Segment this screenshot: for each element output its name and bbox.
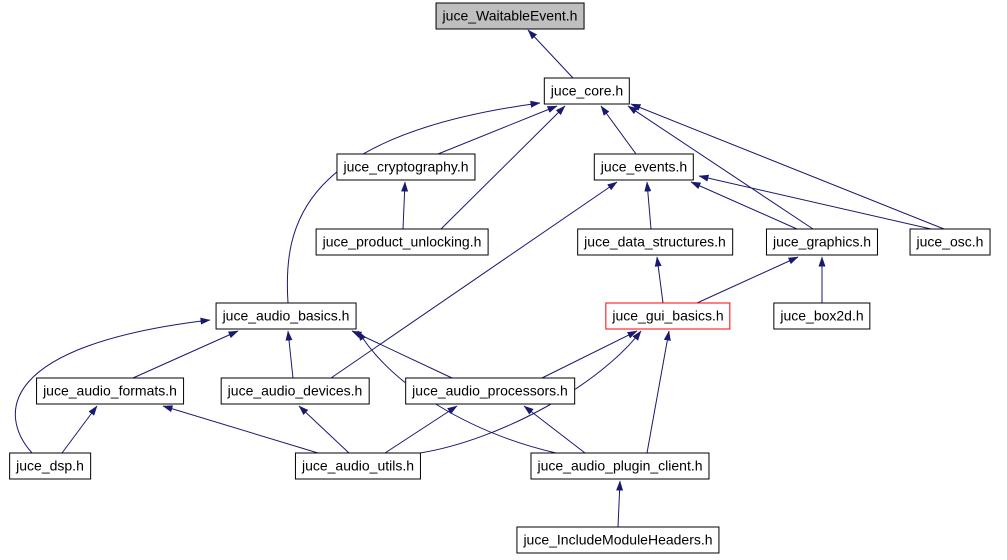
edge-audiopluginclient-to-guibasics	[646, 330, 671, 454]
edge-graphics-to-core	[627, 105, 814, 230]
node-juce-audio-basics-h[interactable]: juce_audio_basics.h	[215, 302, 357, 330]
node-juce-box2d-h[interactable]: juce_box2d.h	[773, 302, 871, 330]
edge-audioutils-to-guibasics	[419, 330, 642, 454]
edge-datastructures-to-events	[644, 181, 652, 230]
edge-audioformats-to-audiobasics	[132, 330, 239, 379]
edge-audioprocessors-to-audiobasics	[351, 330, 453, 379]
edge-guibasics-to-datastructures	[654, 256, 664, 304]
edge-dsp-to-audioformats	[61, 405, 98, 454]
node-juce-osc-h[interactable]: juce_osc.h	[909, 228, 991, 256]
node-juce-audio-devices-h[interactable]: juce_audio_devices.h	[220, 377, 370, 405]
edge-graphics-to-events	[690, 181, 798, 230]
node-juce-waitableevent-h: juce_WaitableEvent.h	[435, 2, 585, 30]
edge-dsp-to-audiobasics	[14, 317, 211, 454]
node-juce-audio-utils-h[interactable]: juce_audio_utils.h	[294, 452, 422, 480]
node-juce-core-h[interactable]: juce_core.h	[543, 77, 631, 105]
edge-audioprocessors-to-guibasics	[541, 330, 638, 379]
node-juce-audio-formats-h[interactable]: juce_audio_formats.h	[36, 377, 184, 405]
edge-cryptography-to-core	[437, 105, 558, 155]
node-juce-audio-plugin-client-h[interactable]: juce_audio_plugin_client.h	[530, 452, 710, 480]
edge-audiobasics-to-core	[286, 100, 541, 304]
edge-includemoduleheaders-to-audiopluginclient	[616, 480, 624, 528]
edge-audioutils-to-audiodevices	[298, 405, 350, 454]
edge-core-to-waitableevent	[527, 29, 574, 79]
edge-audioutils-to-audioprocessors	[384, 405, 458, 454]
edge-audiodevices-to-audiobasics	[285, 330, 294, 379]
edge-osc-to-events	[698, 174, 932, 230]
edge-audiodevices-to-events	[330, 181, 618, 379]
edge-audiopluginclient-to-audioprocessors	[523, 405, 586, 454]
node-juce-data-structures-h[interactable]: juce_data_structures.h	[577, 228, 733, 256]
node-juce-cryptography-h[interactable]: juce_cryptography.h	[336, 153, 476, 181]
edge-productunlocking-to-cryptography	[401, 181, 409, 230]
node-juce-audio-processors-h[interactable]: juce_audio_processors.h	[405, 377, 575, 405]
node-juce-events-h[interactable]: juce_events.h	[593, 153, 695, 181]
node-juce-includemoduleheaders-h[interactable]: juce_IncludeModuleHeaders.h	[516, 526, 720, 554]
node-juce-product-unlocking-h[interactable]: juce_product_unlocking.h	[315, 228, 489, 256]
node-juce-gui-basics-h[interactable]: juce_gui_basics.h	[605, 302, 731, 330]
edge-productunlocking-to-core	[440, 105, 566, 230]
edge-audiopluginclient-to-audiobasics	[357, 330, 557, 454]
node-juce-dsp-h[interactable]: juce_dsp.h	[9, 452, 91, 480]
edge-events-to-core	[600, 105, 637, 155]
edge-osc-to-core	[630, 103, 945, 230]
edge-guibasics-to-graphics	[696, 256, 799, 304]
node-juce-graphics-h[interactable]: juce_graphics.h	[765, 228, 879, 256]
edge-audioutils-to-audioformats	[162, 405, 319, 454]
